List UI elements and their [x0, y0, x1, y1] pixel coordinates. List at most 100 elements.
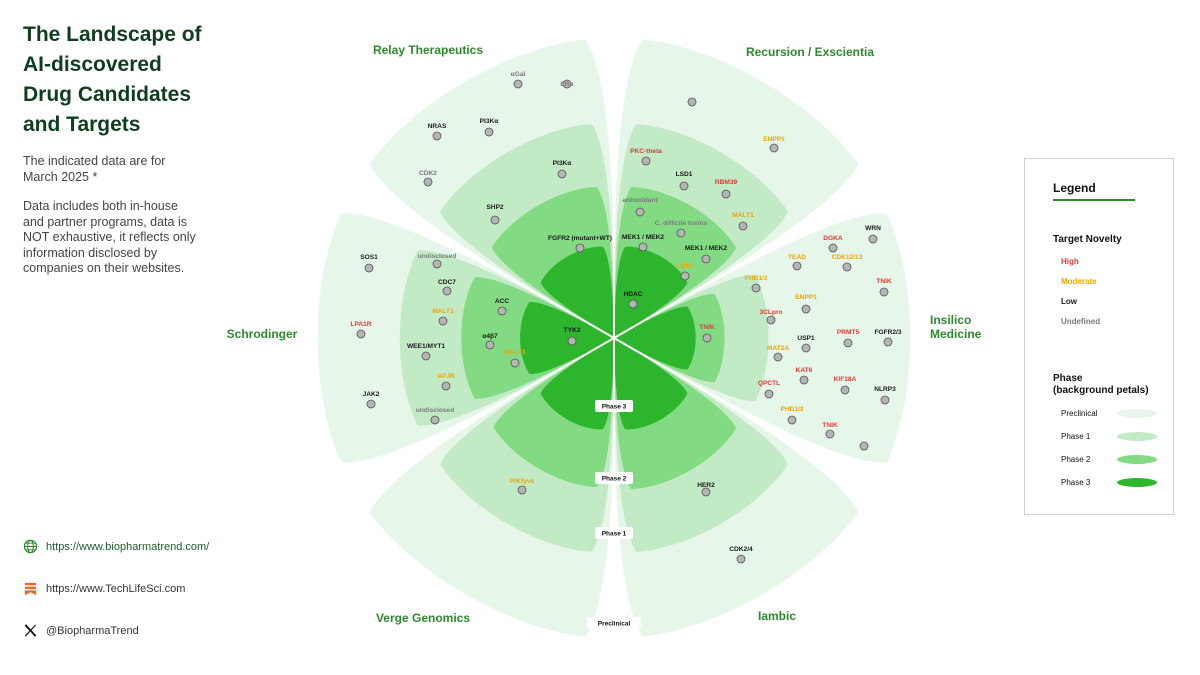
target-marker — [702, 333, 712, 343]
target-marker — [879, 287, 889, 297]
target-label: MALT1 — [732, 212, 754, 219]
target-39 — [859, 441, 869, 451]
target-marker — [769, 143, 779, 153]
target-36: QPCTL — [758, 380, 780, 399]
target-13: antioxidant — [622, 197, 658, 217]
target-52: ACC — [495, 298, 510, 316]
target-marker — [738, 221, 748, 231]
target-3: PI3Kα — [480, 118, 498, 137]
target-marker — [497, 306, 507, 316]
target-marker — [787, 415, 797, 425]
disclaimer-note: Data includes both in-house and partner … — [23, 199, 196, 275]
target-1: ERα — [560, 79, 574, 89]
phase-label-text-0: Phase 3 — [602, 404, 627, 411]
target-2: NRAS — [428, 123, 447, 141]
target-label: antioxidant — [622, 197, 658, 204]
target-label: TYK2 — [564, 327, 581, 334]
target-marker — [736, 554, 746, 564]
target-marker — [513, 79, 523, 89]
target-marker — [628, 299, 638, 309]
company-label-3: Iambic — [758, 609, 796, 623]
target-label: RBM39 — [715, 179, 738, 186]
target-49: WEE1/MYT1 — [407, 343, 445, 361]
phase-label-text-1: Phase 2 — [602, 476, 627, 483]
target-48: MALT1 — [432, 308, 454, 326]
target-38: TNIK — [822, 422, 838, 439]
target-marker — [423, 177, 433, 187]
target-37: PHD1/2 — [780, 406, 804, 425]
target-label: α4β7 — [482, 333, 498, 340]
website-link[interactable]: https://www.biopharmatrend.com/ — [23, 536, 209, 557]
target-44: LPA1R — [350, 321, 372, 339]
page-title: The Landscape of AI-discovered Drug Cand… — [23, 23, 202, 136]
target-label: USP1 — [797, 335, 815, 342]
target-marker — [484, 127, 494, 137]
target-4: CDK2 — [419, 170, 437, 187]
target-label: CDC7 — [438, 279, 456, 286]
target-label: WEE1/MYT1 — [407, 343, 445, 350]
target-marker — [432, 259, 442, 269]
twitter-link[interactable]: @BiopharmaTrend — [23, 620, 209, 641]
petal-phase3-2 — [615, 306, 696, 370]
website-link-text: https://www.biopharmatrend.com/ — [46, 540, 210, 553]
techlifesci-link[interactable]: https://www.TechLifeSci.com — [23, 578, 209, 599]
phase-petals — [317, 39, 911, 637]
target-label: JAK2 — [363, 391, 380, 398]
target-marker — [825, 429, 835, 439]
target-9: ENPP1 — [763, 136, 785, 153]
target-label: ERα — [560, 81, 573, 88]
target-marker — [441, 381, 451, 391]
target-27: 3CLpro — [759, 309, 783, 325]
target-40: HER2 — [697, 482, 715, 497]
petal-phase3-5 — [520, 301, 613, 375]
target-43: SOS1 — [360, 254, 378, 273]
target-label: FGFR2/3 — [874, 329, 901, 336]
target-label: MALT1 — [432, 308, 454, 315]
sector-divider-5 — [353, 187, 615, 339]
target-marker — [567, 336, 577, 346]
target-marker — [641, 156, 651, 166]
sector-divider-4 — [353, 337, 615, 489]
target-label: MALT1 — [504, 349, 526, 356]
target-marker — [687, 97, 697, 107]
legend-swatch-phase3 — [1117, 478, 1157, 487]
target-5: PI3Kα — [553, 160, 571, 179]
target-label: SHP2 — [486, 204, 504, 211]
target-marker — [676, 228, 686, 238]
legend-title: Legend — [1053, 181, 1096, 195]
target-46: undisclosed — [418, 253, 456, 269]
target-26: ENPP1 — [795, 294, 817, 314]
target-label: PIKfyve — [510, 478, 535, 485]
target-31: USP1 — [797, 335, 815, 353]
company-label-0: Relay Therapeutics — [373, 43, 483, 57]
techlifesci-link-text: https://www.TechLifeSci.com — [46, 582, 186, 595]
target-8 — [687, 97, 697, 107]
target-label: ACC — [495, 298, 510, 305]
target-14: MALT1 — [732, 212, 754, 231]
legend-underline — [1053, 199, 1135, 201]
sector-dividers — [353, 38, 875, 638]
target-label: 3CLpro — [759, 309, 782, 316]
target-54: MALT1 — [504, 349, 526, 368]
legend-swatch-preclinical — [1117, 409, 1157, 418]
target-marker — [801, 304, 811, 314]
target-marker — [490, 215, 500, 225]
target-marker — [799, 375, 809, 385]
target-marker — [638, 242, 648, 252]
target-55: TYK2 — [564, 327, 581, 346]
target-marker — [680, 271, 690, 281]
petal-phase3-0 — [540, 246, 614, 337]
target-47: CDC7 — [438, 279, 456, 296]
target-marker — [366, 399, 376, 409]
target-marker — [859, 441, 869, 451]
target-label: CDK2/4 — [729, 546, 753, 553]
target-25: PHD1/2 — [744, 275, 768, 293]
target-label: MEK1 / MEK2 — [622, 234, 664, 241]
target-label: HDAC — [623, 291, 642, 298]
target-12: RBM39 — [715, 179, 738, 199]
target-marker — [438, 316, 448, 326]
